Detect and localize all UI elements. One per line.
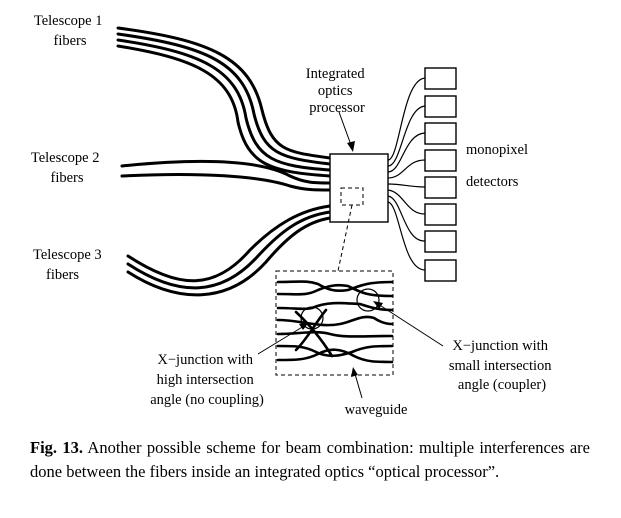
processor-label: Integrated optics processor xyxy=(306,66,368,116)
waveguide-label: waveguide xyxy=(345,402,408,418)
figure-number: Fig. 13. xyxy=(30,438,83,457)
figure-caption: Fig. 13. Another possible scheme for bea… xyxy=(30,436,590,484)
telescope-1-label: Telescope 1 fibers xyxy=(34,13,106,49)
xjunction-small-arrow xyxy=(373,301,444,347)
detector-6 xyxy=(424,203,457,226)
coupler-junction-marker xyxy=(356,288,380,312)
xjunction-high-arrow xyxy=(257,322,309,355)
telescope-3-fiber-bundle xyxy=(126,204,332,297)
waveguide-zoom-panel xyxy=(275,270,394,376)
zoom-connector-line xyxy=(337,204,353,272)
telescope-2-label: Telescope 2 fibers xyxy=(31,150,103,186)
beam-combination-diagram: Telescope 1 fibers Telescope 2 fibers Te… xyxy=(31,13,555,418)
xjunction-high-label: X−junction with high intersection angle … xyxy=(150,352,264,408)
waveguide-network xyxy=(276,280,394,364)
detector-8 xyxy=(424,259,457,282)
telescope-2-fiber-bundle xyxy=(120,159,332,192)
detector-4 xyxy=(424,149,457,172)
detector-7 xyxy=(424,230,457,253)
caption-text: Another possible scheme for beam combina… xyxy=(30,438,591,481)
detectors-label: detectors xyxy=(466,174,519,190)
waveguide-arrow xyxy=(351,367,363,399)
processor-label-arrow xyxy=(338,111,355,152)
high-angle-junction-marker xyxy=(300,306,324,330)
detector-fibers xyxy=(387,77,426,271)
detector-3 xyxy=(424,122,457,145)
xjunction-small-label: X−junction with small intersection angle… xyxy=(449,338,555,393)
monopixel-detectors xyxy=(424,67,457,282)
detector-1 xyxy=(424,67,457,90)
monopixel-label: monopixel xyxy=(466,142,528,158)
detector-5 xyxy=(424,176,457,199)
telescope-3-label: Telescope 3 fibers xyxy=(33,247,105,283)
detector-2 xyxy=(424,95,457,118)
telescope-1-fiber-bundle xyxy=(116,26,332,178)
